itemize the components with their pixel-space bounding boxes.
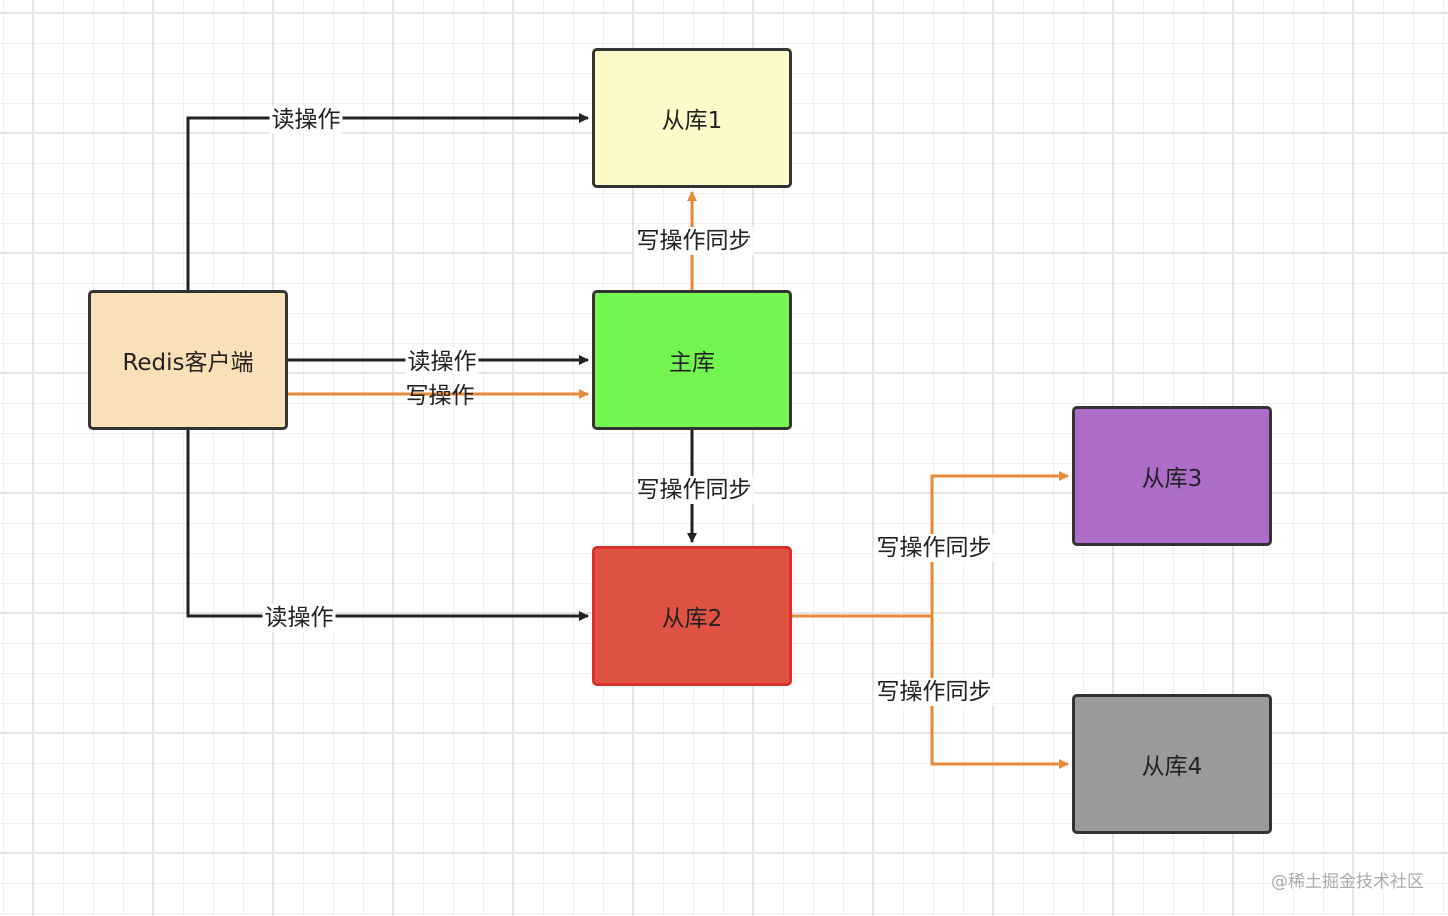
edge-label-sync: 写操作同步 (634, 227, 754, 255)
node-slave3[interactable]: 从库3 (1072, 406, 1272, 546)
edge-client-slave2 (186, 430, 589, 621)
edge-label-read: 读操作 (262, 604, 336, 632)
edge-label-read: 读操作 (405, 348, 479, 376)
edge-client-slave1 (186, 113, 589, 290)
node-slave2[interactable]: 从库2 (592, 546, 792, 686)
edge-slave2-slave4 (930, 616, 1069, 769)
watermark: @稀土掘金技术社区 (1271, 872, 1424, 892)
node-label: 从库3 (1141, 466, 1203, 492)
node-client[interactable]: Redis客户端 (88, 290, 288, 430)
edge-label-read: 读操作 (269, 106, 343, 134)
node-slave4[interactable]: 从库4 (1072, 694, 1272, 834)
node-label: 主库 (669, 350, 715, 376)
node-slave1[interactable]: 从库1 (592, 48, 792, 188)
edge-label-sync: 写操作同步 (874, 534, 994, 562)
node-master[interactable]: 主库 (592, 290, 792, 430)
edge-label-sync: 写操作同步 (874, 678, 994, 706)
node-label: Redis客户端 (122, 350, 254, 376)
edge-label-sync: 写操作同步 (634, 476, 754, 504)
node-label: 从库4 (1141, 754, 1203, 780)
node-label: 从库2 (661, 606, 723, 632)
node-label: 从库1 (661, 108, 723, 134)
edge-label-write: 写操作 (405, 383, 475, 409)
